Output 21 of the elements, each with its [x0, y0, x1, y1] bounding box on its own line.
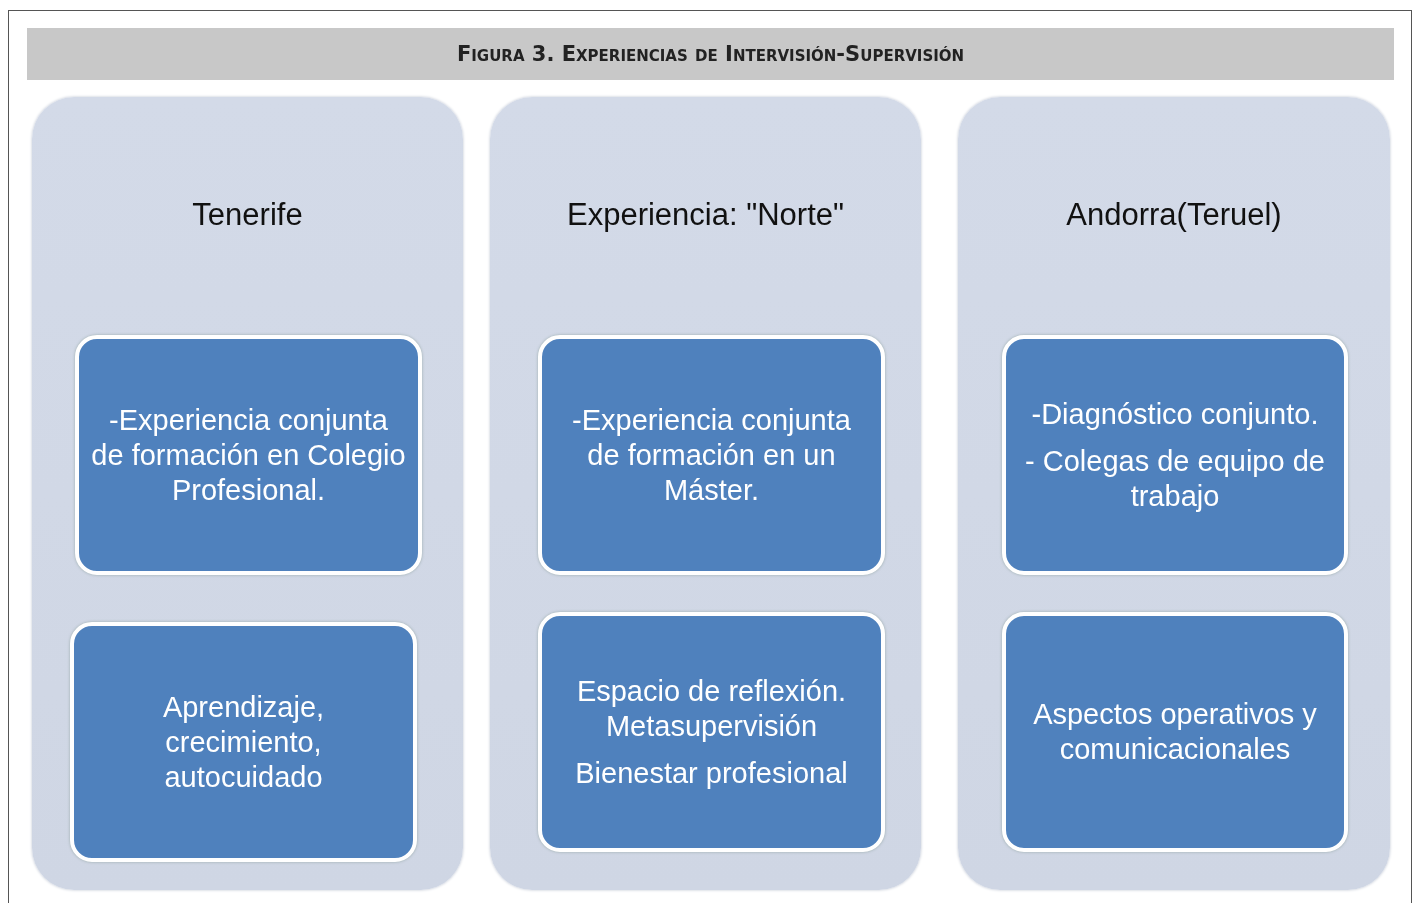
column-panel [32, 97, 463, 890]
box-text: - Colegas de equipo de trabajo [1024, 443, 1326, 514]
box-text: Aprendizaje, crecimiento, autocuidado [161, 689, 326, 795]
figure-title: Figura 3. Experiencias de Intervisión-Supervisión [456, 42, 965, 66]
column-panel [490, 97, 921, 890]
box-text: -Diagnóstico conjunto. [1031, 396, 1319, 432]
box-text: Espacio de reflexión. Metasupervisión [575, 673, 848, 744]
box-text: -Experiencia conjunta de formación en un Máster. [571, 402, 852, 508]
box-text: Aspectos operativos y comunicacionales [1032, 697, 1318, 767]
column-heading: Andorra(Teruel) [1066, 197, 1282, 233]
content-box [1002, 335, 1348, 575]
column-heading: Tenerife [192, 197, 303, 233]
box-text: -Experiencia conjunta de formación en Colegio Profesional. [91, 402, 406, 508]
content-box [1002, 612, 1348, 852]
content-box [538, 612, 885, 852]
content-box [75, 335, 422, 575]
content-box [70, 622, 417, 862]
box-text: Bienestar profesional [575, 755, 848, 791]
column-panel [958, 97, 1390, 890]
content-box [538, 335, 885, 575]
column-heading: Experiencia: "Norte" [567, 197, 844, 233]
